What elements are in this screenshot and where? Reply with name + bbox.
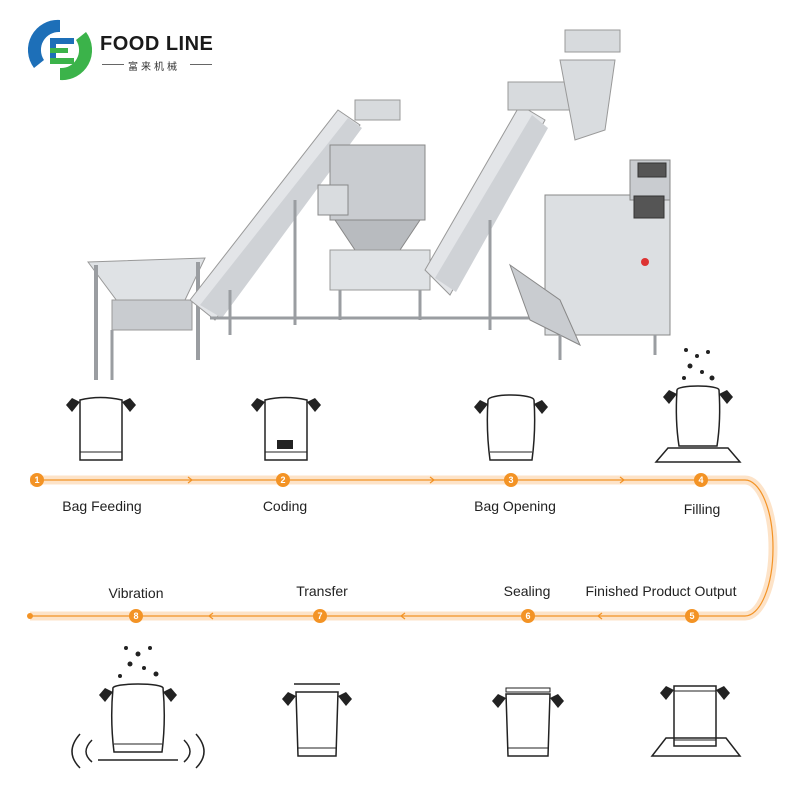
step-label-finished-output: Finished Product Output xyxy=(585,583,737,599)
step-number-6: 6 xyxy=(521,609,535,623)
food-line-logo-icon xyxy=(27,19,93,81)
coding-icon xyxy=(251,396,321,461)
step-label-bag-opening: Bag Opening xyxy=(474,498,556,514)
bag-opening-icon xyxy=(474,394,548,461)
step-number-1: 1 xyxy=(30,473,44,487)
incline-conveyor-left xyxy=(189,99,401,335)
brand-divider-right xyxy=(190,64,212,65)
vibration-icon xyxy=(71,646,205,769)
step-number-5: 5 xyxy=(685,609,699,623)
step-label-sealing: Sealing xyxy=(503,583,551,599)
step-number-4: 4 xyxy=(694,473,708,487)
step-number-2: 2 xyxy=(276,473,290,487)
step-label-vibration: Vibration xyxy=(108,585,164,601)
transfer-icon xyxy=(282,683,352,757)
step-label-coding: Coding xyxy=(262,498,308,514)
step-number-3: 3 xyxy=(504,473,518,487)
step-number-7: 7 xyxy=(313,609,327,623)
sealing-icon xyxy=(492,687,564,757)
packaging-machine-illustration xyxy=(87,29,671,380)
step-label-bag-feeding: Bag Feeding xyxy=(62,498,142,514)
flow-end-dot xyxy=(27,613,33,619)
finished-output-icon xyxy=(650,685,742,757)
brand-divider-left xyxy=(102,64,124,65)
step-label-transfer: Transfer xyxy=(296,583,348,599)
feed-hopper xyxy=(87,257,206,380)
brand-subtitle: 富来机械 xyxy=(128,62,180,73)
brand-name: FOOD LINE xyxy=(100,33,214,55)
bag-feeding-icon xyxy=(66,396,136,461)
bucket-conveyor-right xyxy=(424,81,571,330)
flow-direction-chevrons xyxy=(187,476,625,620)
step-label-filling: Filling xyxy=(683,501,721,517)
filling-icon xyxy=(654,348,742,463)
step-number-8: 8 xyxy=(129,609,143,623)
flow-track-line xyxy=(30,479,774,617)
brand-logo xyxy=(20,14,250,86)
vertical-packaging-machine xyxy=(508,29,671,360)
